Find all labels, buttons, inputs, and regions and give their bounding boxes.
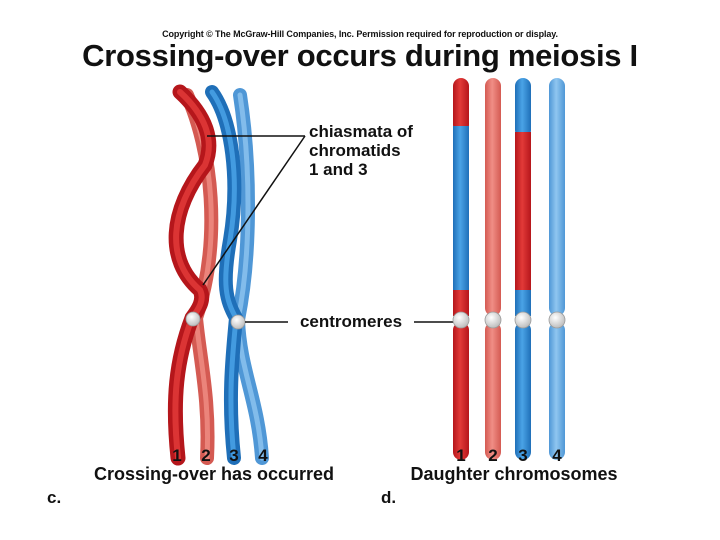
panel-c-chromosomes: [167, 84, 269, 466]
centromeres-label: centromeres: [300, 312, 402, 331]
centromere-d-4: [548, 311, 566, 329]
panel-letter-c: c.: [47, 488, 61, 507]
chiasmata-label-line1: chiasmata of: [309, 122, 413, 141]
panel-d-chromosomes: [452, 78, 566, 460]
daughter-chromosome-2: [485, 78, 501, 460]
chromatid-number-c-1: 1: [172, 446, 181, 465]
chiasmata-label-line2: chromatids: [309, 141, 401, 160]
caption-panel-c: Crossing-over has occurred: [94, 464, 334, 484]
chromosome-number-d-4: 4: [552, 446, 562, 465]
chromatid-number-c-4: 4: [258, 446, 268, 465]
centromere-d-3: [514, 311, 532, 329]
caption-panel-d: Daughter chromosomes: [410, 464, 617, 484]
daughter-chromosome-4: [549, 78, 565, 460]
chromosome-number-d-3: 3: [518, 446, 527, 465]
page-title: Crossing-over occurs during meiosis I: [82, 38, 638, 73]
chiasmata-pointer: [202, 135, 306, 286]
chromatid-number-c-2: 2: [201, 446, 210, 465]
chromosome-number-d-1: 1: [456, 446, 465, 465]
centromere-d-1: [452, 311, 470, 329]
centromere-c-left: [185, 311, 201, 327]
panel-letter-d: d.: [381, 488, 396, 507]
daughter-chromosome-1: [453, 78, 469, 460]
daughter-chromosome-3: [515, 78, 531, 460]
centromere-c-right: [230, 314, 246, 330]
chromatid-number-c-3: 3: [229, 446, 238, 465]
centromere-d-2: [484, 311, 502, 329]
chromatid-4: [230, 88, 269, 465]
copyright-notice: Copyright © The McGraw-Hill Companies, I…: [162, 29, 558, 39]
chromosome-number-d-2: 2: [488, 446, 497, 465]
chiasmata-label-line3: 1 and 3: [309, 160, 368, 179]
